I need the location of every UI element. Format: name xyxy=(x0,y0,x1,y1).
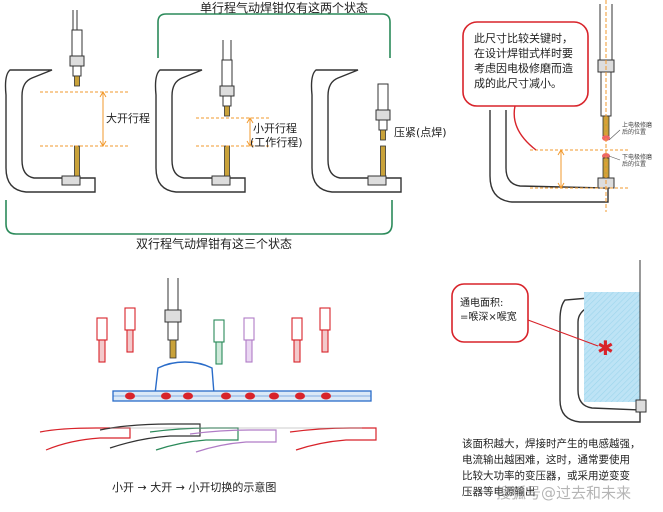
note-line: 该面积越大，焊接时产生的电感越强， xyxy=(462,438,641,450)
label-line: 下电极修磨 xyxy=(622,154,653,161)
double-stroke-bracket xyxy=(5,200,393,235)
gun-small-open xyxy=(154,40,246,193)
note-line: 比较大功率的变压器，或采用逆变变 xyxy=(462,470,630,482)
single-stroke-bracket xyxy=(157,13,391,58)
current-area-diagram: ✱ xyxy=(451,260,647,423)
label-line: 后的位置 xyxy=(622,129,647,136)
area-label: 通电面积: =喉深×喉宽 xyxy=(460,297,517,325)
watermark: 搜狐号@过去和未来 xyxy=(496,484,632,502)
callout-line: 此尺寸比较关键时， xyxy=(474,32,573,45)
gun-clamp xyxy=(310,69,402,193)
switching-caption: 小开 → 大开 → 小开切换的示意图 xyxy=(112,481,277,494)
label-line: 上电极修磨 xyxy=(622,122,653,129)
label-line: 通电面积: xyxy=(460,298,504,309)
lower-electrode-pos-label: 下电极修磨 后的位置 xyxy=(622,154,652,168)
area-explanation: 该面积越大，焊接时产生的电感越强， 电流输出越困难，这时，通常要使用 比较大功率… xyxy=(462,436,641,500)
switching-schematic xyxy=(39,278,377,453)
callout-line: 成的此尺寸减小。 xyxy=(474,77,562,90)
callout-text: 此尺寸比较关键时， 在设计焊钳式样时要 考虑因电极修磨而造 成的此尺寸减小。 xyxy=(474,31,573,91)
work-stroke-label: (工作行程) xyxy=(250,136,303,149)
small-open-label: 小开行程 xyxy=(253,122,297,135)
label-line: 后的位置 xyxy=(622,161,647,168)
asterisk-icon: ✱ xyxy=(597,336,614,360)
gun-large-open xyxy=(4,10,96,193)
note-line: 压器等电源输出 xyxy=(462,486,536,498)
upper-electrode-pos-label: 上电极修磨 后的位置 xyxy=(622,122,652,136)
large-open-label: 大开行程 xyxy=(106,112,150,125)
single-stroke-header: 单行程气动焊钳仅有这两个状态 xyxy=(200,1,369,15)
clamp-label: 压紧(点焊) xyxy=(394,126,447,139)
label-line: =喉深×喉宽 xyxy=(460,312,517,323)
callout-line: 在设计焊钳式样时要 xyxy=(474,47,573,60)
note-line: 电流输出越困难，这时，通常要使用 xyxy=(462,454,630,466)
double-stroke-footer: 双行程气动焊钳有这三个状态 xyxy=(136,237,293,251)
callout-line: 考虑因电极修磨而造 xyxy=(474,62,573,75)
